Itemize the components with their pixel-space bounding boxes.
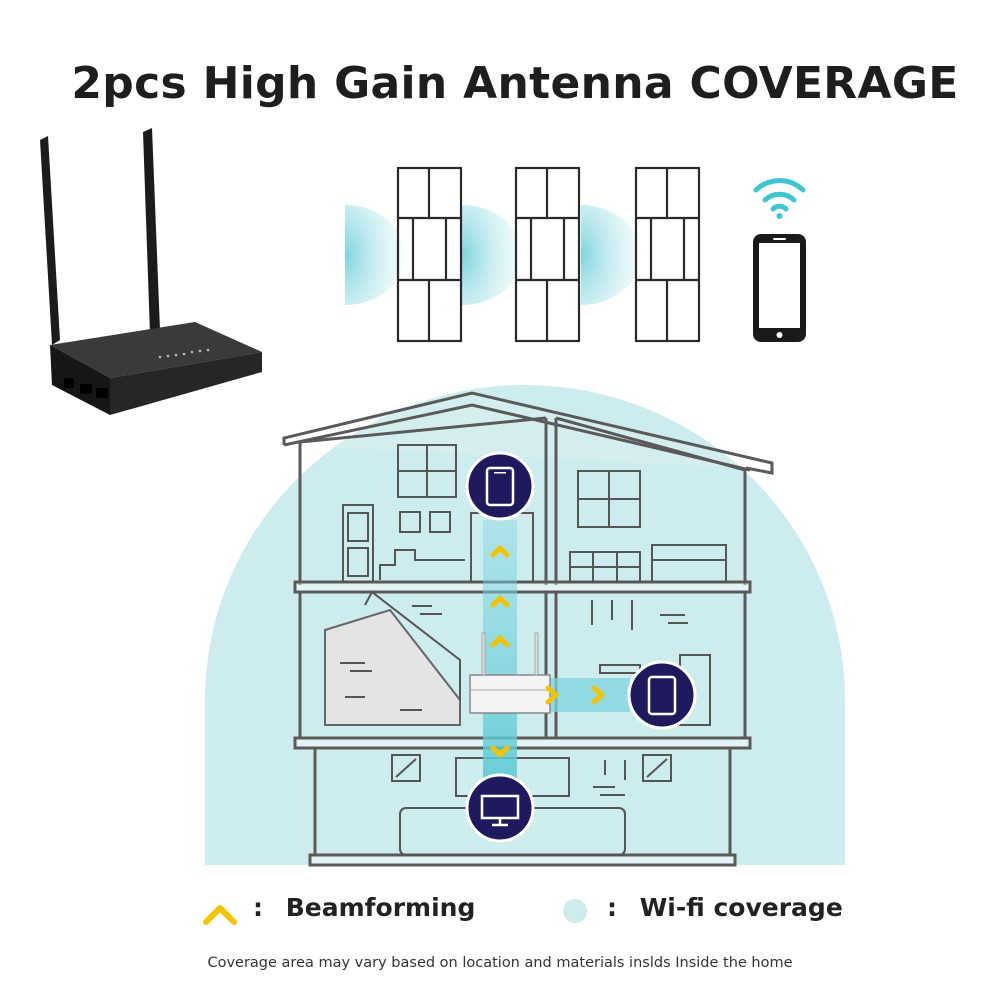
- brick-wall-icon: [514, 166, 581, 343]
- legend-separator: :: [253, 893, 263, 922]
- tablet-icon: [485, 466, 515, 507]
- legend-coverage: : Wi-fi coverage: [607, 893, 843, 922]
- tablet-device-right: [627, 660, 697, 730]
- tablet-device-top: [465, 451, 535, 521]
- interior-details: [324, 444, 727, 856]
- monitor-device-bottom: [465, 773, 535, 843]
- signal-waves: [345, 205, 641, 305]
- beamforming-arrows: [490, 545, 605, 758]
- legend-coverage-label: Wi-fi coverage: [639, 893, 843, 922]
- beamforming-legend-icon: [203, 905, 237, 925]
- wifi-icon: [753, 178, 806, 219]
- brick-wall-icon: [396, 166, 463, 343]
- tablet-icon: [647, 675, 677, 716]
- router-icon: [40, 128, 262, 415]
- coverage-footnote: Coverage area may vary based on location…: [207, 955, 793, 971]
- legend-beamforming: : Beamforming: [253, 893, 475, 922]
- legend-separator: :: [607, 893, 617, 922]
- smartphone-icon: [753, 234, 806, 342]
- monitor-icon: [480, 794, 520, 827]
- legend-beamforming-label: Beamforming: [285, 893, 476, 922]
- page-title: 2pcs High Gain Antenna COVERAGE: [71, 58, 959, 109]
- coverage-legend-icon: [563, 899, 587, 923]
- brick-wall-icon: [634, 166, 701, 343]
- router-icon: [469, 632, 551, 714]
- house: [282, 391, 774, 867]
